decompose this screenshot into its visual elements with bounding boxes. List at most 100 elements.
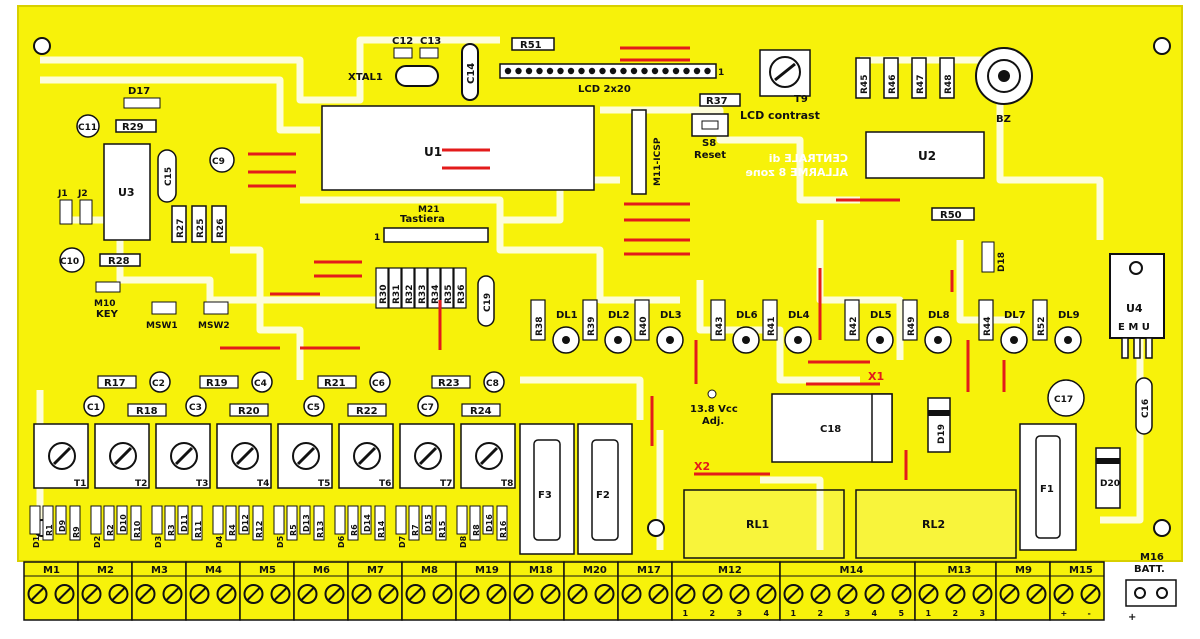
zone-resistor: [42, 505, 54, 541]
batt-plus-label: +: [1128, 612, 1136, 623]
d18-label: D18: [997, 252, 1007, 272]
terminal-label: M6: [313, 565, 330, 576]
zone-diode: [395, 505, 407, 535]
terminal-pin-label: 3: [737, 609, 743, 618]
c14-capacitor: [461, 43, 479, 101]
rl2-relay: [855, 489, 1017, 559]
c12-label: C12: [392, 36, 413, 47]
msw1-label: MSW1: [146, 321, 178, 331]
zone-capacitor-top: [149, 371, 171, 393]
zone-resistor-label: R5: [289, 524, 298, 536]
bz-label: BZ: [996, 114, 1011, 125]
led-resistor-label: R49: [907, 317, 917, 336]
zone-trimmer-label: T4: [257, 479, 269, 489]
c10-capacitor: [59, 247, 85, 273]
zone-diode-label: D8: [459, 535, 468, 548]
j1-jumper: [59, 199, 73, 225]
board-title-line1: CENTRALE di: [769, 152, 848, 165]
r48-label: R48: [944, 75, 954, 94]
terminal-block-m4: M4: [185, 561, 241, 621]
terminal-label: M17: [637, 565, 661, 576]
led-resistor-label: R43: [715, 317, 725, 336]
c9-capacitor: [209, 147, 235, 173]
zone-capacitor-low-label: C5: [307, 403, 320, 413]
m10-key-connector: [95, 281, 121, 293]
terminal-label: M14: [840, 565, 864, 576]
terminal-label: M12: [718, 565, 742, 576]
zone-resistor-2: [191, 505, 203, 541]
c16-label: C16: [1141, 399, 1151, 418]
zone-diode-2: [238, 505, 250, 535]
zone-resistor-label: R7: [411, 524, 420, 536]
f2-label: F2: [596, 490, 610, 501]
wire-jumpers: [220, 46, 1006, 480]
c17-capacitor: [1047, 379, 1085, 417]
m16-label: M16: [1140, 552, 1164, 563]
msw1-connector: [151, 301, 177, 315]
zone-resistor-2-label: R16: [499, 520, 508, 538]
m11-icsp-header: [631, 109, 647, 195]
zone-capacitor-top: [483, 371, 505, 393]
led-resistor: [902, 299, 918, 341]
zone-diode-2-label: D13: [302, 514, 311, 532]
terminal-label: M8: [421, 565, 438, 576]
resistor-r36: [453, 267, 467, 309]
r29-label: R29: [122, 122, 144, 133]
zone-diode: [456, 505, 468, 535]
led-resistor: [710, 299, 726, 341]
terminal-label: M13: [948, 565, 972, 576]
j2-jumper: [79, 199, 93, 225]
c16-capacitor: [1135, 377, 1153, 435]
key-label: KEY: [96, 309, 119, 320]
r26-label: R26: [216, 219, 226, 238]
r29-resistor: [115, 119, 157, 133]
mounting-hole: [33, 37, 51, 55]
vcc-adj-pad: [707, 389, 717, 399]
zone-resistor-label: R2: [106, 524, 115, 536]
d20-label: D20: [1100, 479, 1120, 489]
zone-resistor-2-label: R10: [133, 520, 142, 538]
rl1-relay: [683, 489, 845, 559]
led-resistor-label: R52: [1037, 317, 1047, 336]
d18-diode: [981, 241, 995, 273]
xtal1-label: XTAL1: [348, 72, 383, 83]
led-resistor: [582, 299, 598, 341]
terminal-block-m7: M7: [347, 561, 403, 621]
zone-trimmer-label: T8: [501, 479, 513, 489]
zone-resistor-2: [69, 505, 81, 541]
zone-resistor-top-label: R23: [438, 378, 460, 389]
terminal-pin-label: 5: [899, 609, 905, 618]
zone-resistor-low: [229, 403, 269, 417]
terminal-label: M20: [583, 565, 607, 576]
terminal-block-m6: M6: [293, 561, 349, 621]
zone-capacitor-low: [185, 395, 207, 417]
d17-label: D17: [128, 86, 150, 97]
u2-label: U2: [918, 149, 936, 163]
resistor-label: R35: [444, 285, 454, 304]
terminal-block-m1: M1: [23, 561, 79, 621]
c18-label: C18: [820, 424, 841, 435]
zone-capacitor-low-label: C1: [87, 403, 100, 413]
mounting-hole: [1153, 37, 1171, 55]
r25-resistor: [191, 205, 207, 243]
lcd-contrast-label: LCD contrast: [740, 109, 820, 122]
j2-label: J2: [77, 189, 88, 199]
zone-resistor-top: [97, 375, 137, 389]
zone-diode-2: [299, 505, 311, 535]
zone-diode-2: [55, 505, 67, 535]
terminal-block-m3: M3: [131, 561, 187, 621]
zone-capacitor-top-label: C8: [486, 379, 499, 389]
zone-diode-label: D5: [276, 535, 285, 548]
led-resistor: [1032, 299, 1048, 341]
terminal-pin-label: -: [1088, 609, 1091, 618]
zone-resistor: [103, 505, 115, 541]
zone-diode-label: D2: [93, 536, 102, 548]
c9-label: C9: [212, 157, 225, 167]
f3-label: F3: [538, 490, 552, 501]
zone-resistor: [408, 505, 420, 541]
zone-resistor-2: [374, 505, 386, 541]
t9-label: T9: [794, 94, 808, 105]
